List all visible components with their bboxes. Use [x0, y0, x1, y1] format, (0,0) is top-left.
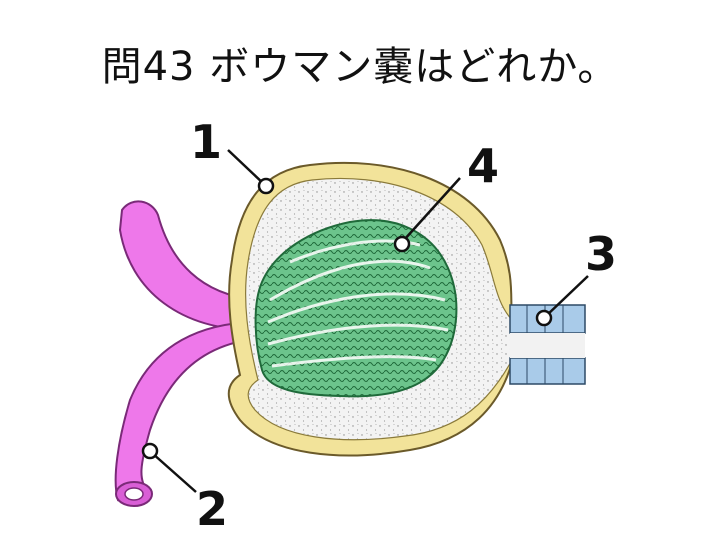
- pointer-4: [393, 177, 461, 253]
- question-title: 問43 ボウマン嚢はどれか。: [101, 44, 619, 90]
- pointer-3: [535, 275, 589, 327]
- glomerulus: [254, 219, 458, 398]
- label-4: 4: [467, 139, 499, 193]
- proximal-tubule: [509, 304, 586, 385]
- label-3: 3: [585, 227, 617, 281]
- pointer-2: [141, 442, 197, 493]
- label-1: 1: [190, 115, 222, 169]
- pointer-1: [227, 149, 275, 195]
- label-2: 2: [196, 482, 228, 536]
